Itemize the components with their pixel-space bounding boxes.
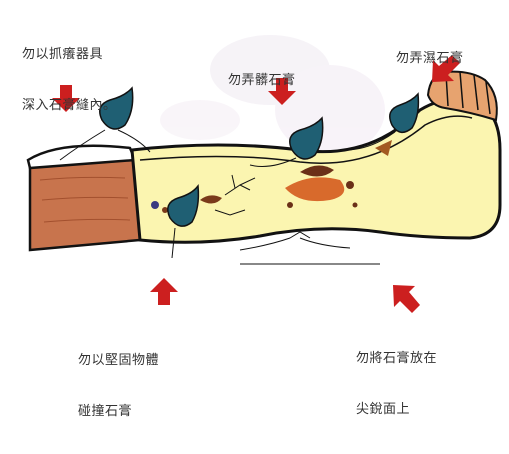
label-bottom-right-line1: 勿將石膏放在 bbox=[356, 351, 438, 366]
label-bottom-left: 勿以堅固物體 碰撞石膏 bbox=[78, 318, 159, 454]
water-drop-icon bbox=[99, 86, 420, 227]
crack-mark bbox=[214, 174, 351, 251]
label-top-right-line1: 勿弄濕石膏 bbox=[396, 51, 464, 66]
label-bottom-right-line2: 尖銳面上 bbox=[356, 402, 411, 417]
skin-texture bbox=[39, 176, 131, 223]
cast-leg-drawing bbox=[26, 35, 502, 313]
toe-lines bbox=[445, 71, 491, 115]
cast-inner-line bbox=[139, 115, 473, 164]
leg-skin-left bbox=[28, 156, 142, 252]
dirt-stain bbox=[151, 140, 392, 213]
background-smudges bbox=[160, 35, 385, 155]
label-top-right: 勿弄濕石膏 bbox=[396, 16, 464, 101]
label-top-left: 勿以抓癢器具 深入石膏縫內。 bbox=[22, 12, 117, 148]
label-top-left-line1: 勿以抓癢器具 bbox=[22, 47, 104, 62]
red-arrow-icon bbox=[52, 55, 460, 313]
label-top-left-line2: 深入石膏縫內。 bbox=[22, 98, 117, 113]
label-top-center: 勿弄髒石膏 bbox=[228, 38, 296, 123]
label-top-center-line1: 勿弄髒石膏 bbox=[228, 73, 296, 88]
label-bottom-right: 勿將石膏放在 尖銳面上 bbox=[356, 316, 437, 452]
label-bottom-left-line2: 碰撞石膏 bbox=[78, 404, 133, 419]
label-bottom-left-line1: 勿以堅固物體 bbox=[78, 353, 160, 368]
drop-strings bbox=[59, 129, 396, 259]
cast-care-illustration: 勿以抓癢器具 深入石膏縫內。 勿弄髒石膏 勿弄濕石膏 勿以堅固物體 碰撞石膏 勿… bbox=[22, 12, 502, 419]
